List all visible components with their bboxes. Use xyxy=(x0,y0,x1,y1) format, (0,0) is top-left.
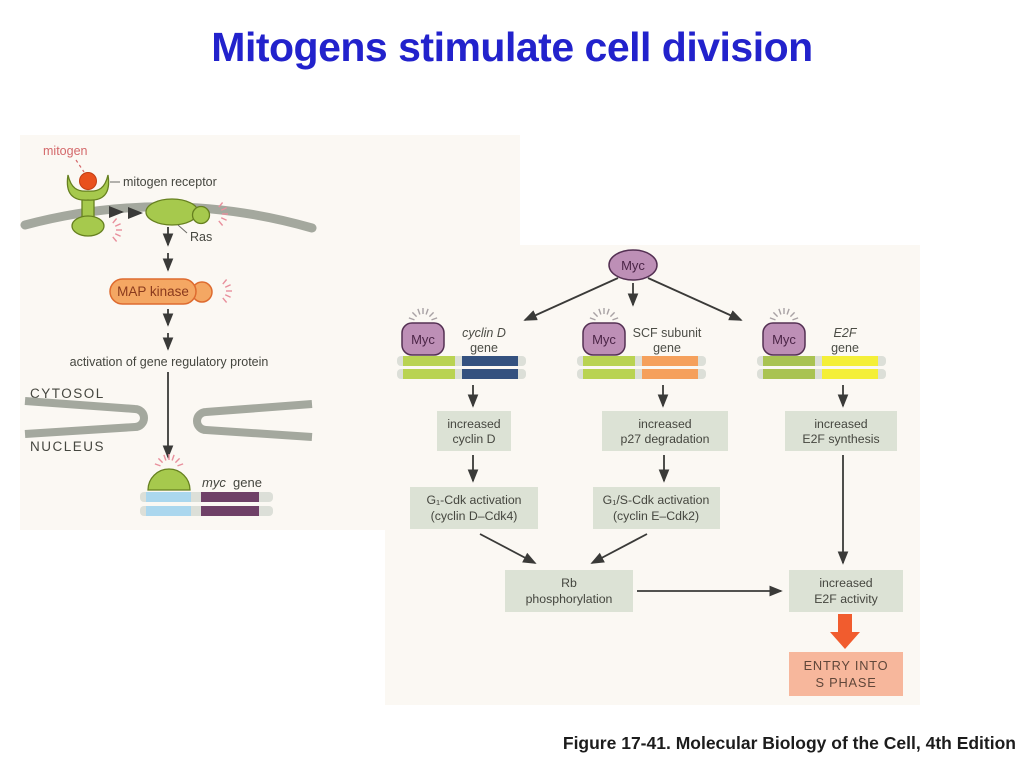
branch-cyclin-d: Myc cyclin D gene increased cyclin D G₁-… xyxy=(397,307,538,564)
receptor-foot xyxy=(71,215,105,237)
e2f-activity-line2: E2F activity xyxy=(814,592,878,606)
myc-gene-dna xyxy=(140,492,273,516)
arrow-g1cdk-to-rb xyxy=(479,533,537,564)
gene-label-1a: cyclin D xyxy=(462,326,506,340)
dna-e2f xyxy=(757,356,886,379)
nuclear-envelope-right xyxy=(193,400,313,441)
gene-label-2a: SCF subunit xyxy=(633,326,702,340)
box-g1-cdk xyxy=(410,487,538,529)
box1-line2: cyclin D xyxy=(452,432,495,446)
box-increased-e2f-activity xyxy=(789,570,903,612)
receptor-cup xyxy=(66,174,110,201)
myc-blob-1 xyxy=(401,322,445,356)
box-rb-phosphorylation xyxy=(505,570,633,612)
g1scdk-line2: (cyclin E–Cdk2) xyxy=(613,509,699,523)
box-increased-e2f-synthesis xyxy=(785,411,897,451)
myc-blob-2 xyxy=(582,322,626,356)
nuclear-envelope-left xyxy=(24,397,148,438)
branch-e2f: Myc E2F gene increased E2F synthesis xyxy=(757,307,897,565)
map-kinase-label: MAP kinase xyxy=(117,284,189,299)
box2-line1: increased xyxy=(638,417,691,431)
cytosol-label: CYTOSOL xyxy=(30,386,105,401)
myc-oval xyxy=(608,249,658,281)
ras-pointer-line xyxy=(177,224,188,234)
myc-blob-3-label: Myc xyxy=(772,332,796,347)
nucleus-label: NUCLEUS xyxy=(30,439,105,454)
entry-line2: S PHASE xyxy=(815,675,876,690)
myc-blob-3 xyxy=(762,322,806,356)
gene-label-2b: gene xyxy=(653,341,681,355)
box3-line1: increased xyxy=(814,417,867,431)
rb-line2: phosphorylation xyxy=(526,592,613,606)
figure-caption: Figure 17-41. Molecular Biology of the C… xyxy=(562,733,1016,753)
g1cdk-line1: G₁-Cdk activation xyxy=(426,493,521,507)
entry-line1: ENTRY INTO xyxy=(804,658,889,673)
mitogen-pointer-line xyxy=(75,159,85,173)
activation-text: activation of gene regulatory protein xyxy=(70,355,269,369)
arrow-myc-right xyxy=(647,277,743,321)
dna-cyclin-d xyxy=(397,356,526,379)
map-kinase-pill xyxy=(109,278,197,305)
mitogen-label: mitogen xyxy=(43,144,88,158)
rb-line1: Rb xyxy=(561,576,577,590)
gene-label-3a: E2F xyxy=(834,326,858,340)
box-increased-cyclin-d xyxy=(437,411,511,451)
branch-scf: Myc SCF subunit gene increased p27 degra… xyxy=(577,307,728,564)
g1cdk-line2: (cyclin D–Cdk4) xyxy=(431,509,518,523)
ras-bump xyxy=(191,205,211,225)
box-entry-s-phase xyxy=(789,652,903,696)
box2-line2: p27 degradation xyxy=(621,432,710,446)
arrow-myc-left xyxy=(523,277,619,321)
gene-label-3b: gene xyxy=(831,341,859,355)
box1-line1: increased xyxy=(447,417,500,431)
myc-blob-1-label: Myc xyxy=(411,332,435,347)
box-g1s-cdk xyxy=(593,487,720,529)
mitogen-ligand xyxy=(79,172,97,190)
box-increased-p27 xyxy=(602,411,728,451)
g1scdk-line1: G₁/S-Cdk activation xyxy=(603,493,710,507)
dna-scf xyxy=(577,356,706,379)
box3-line2: E2F synthesis xyxy=(802,432,879,446)
gene-regulatory-protein xyxy=(147,468,191,491)
mitogen-receptor-label: mitogen receptor xyxy=(123,175,217,189)
arrow-g1scdk-to-rb xyxy=(590,533,648,564)
e2f-activity-line1: increased xyxy=(819,576,872,590)
ras-protein xyxy=(145,198,199,226)
gene-label-1b: gene xyxy=(470,341,498,355)
myc-gene-label-italic: myc xyxy=(202,475,226,490)
myc-blob-2-label: Myc xyxy=(592,332,616,347)
myc-gene-label-rest: gene xyxy=(233,475,262,490)
s-phase-entry-arrow xyxy=(830,614,860,649)
slide-title: Mitogens stimulate cell division xyxy=(211,24,813,70)
ras-label: Ras xyxy=(190,230,212,244)
myc-oval-label: Myc xyxy=(621,258,645,273)
myc-targets-figure: Myc Myc cyclin D gene increased cyclin D xyxy=(385,245,920,705)
